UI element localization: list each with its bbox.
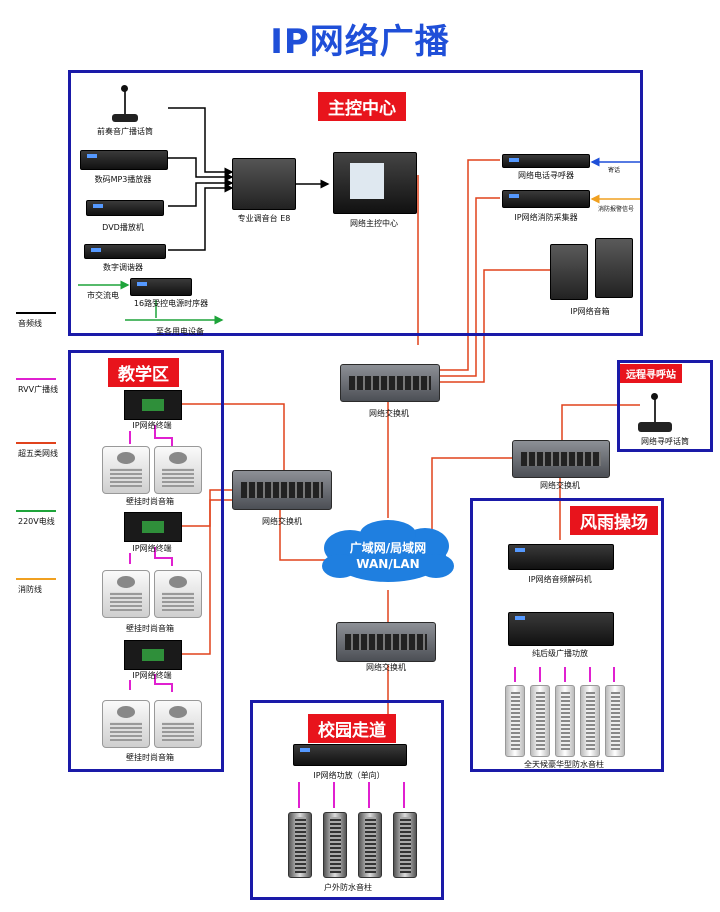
ip-speaker-right [595,238,633,298]
mp3-player-device [80,150,168,170]
zone-weather-field [470,498,664,772]
paging-mic-label: 网络寻呼话筒 [641,437,689,446]
waterproof-column-3 [555,685,575,757]
sequencer-label: 16路受控电源时序器 [133,299,209,308]
fire-in-label: 消防报警信号 [598,206,635,213]
wall-speaker-3a [102,700,150,748]
wall-speaker-2b [154,570,202,618]
front-mic-label: 前奏音广播话筒 [97,127,153,136]
network-cloud [322,520,454,582]
cloud-label-line1: 广域网/局域网 [349,541,427,555]
wall-speaker-3b [154,700,202,748]
phone-pager-label: 网络电话寻呼器 [518,171,574,180]
ip-terminal-2-device [124,512,182,542]
wall-speaker-1b [154,446,202,494]
outdoor-columns-label: 户外防水音柱 [324,883,372,892]
front-mic-stem [124,90,126,114]
ip-terminal-2-label: IP网络终端 [132,544,172,553]
sequencer-device [130,278,192,296]
main-host-device [333,152,417,214]
post-amp-device [508,612,614,646]
switch-main-device [340,364,440,402]
phone-pager-device [502,154,590,168]
waterproof-column-1 [505,685,525,757]
ip-amp-label: IP网络功放（单向） [313,771,385,780]
legend-rvv-label: RVV广播线 [18,385,59,394]
ip-speaker-left [550,244,588,300]
switch-teaching-device [232,470,332,510]
ip-terminal-3-device [124,640,182,670]
waterproof-column-4 [580,685,600,757]
wall-speaker-2-label: 壁挂时尚音箱 [126,624,174,633]
paging-mic-head [651,393,658,400]
outdoor-column-1 [288,812,312,878]
legend-rvv-line [16,378,56,380]
ip-amp-device [293,744,407,766]
phone-in-label: 寄话 [608,167,621,174]
mixer-label: 专业调音台 E8 [237,214,291,223]
cloud-label-line2: WAN/LAN [356,557,420,571]
switch-main-label: 网络交换机 [369,409,409,418]
zone-label-remote-paging: 远程寻呼站 [620,364,682,383]
zone-main-control [68,70,643,336]
main-host-label: 网络主控中心 [350,219,398,228]
waterproof-column-5 [605,685,625,757]
front-mic-head [121,85,128,92]
zone-label-weather-field: 风雨操场 [570,506,658,535]
decoder-device [508,544,614,570]
legend-cat5-label: 超五类网线 [18,449,58,458]
legend-power-line [16,510,56,512]
mp3-player-label: 数码MP3播放器 [94,175,152,184]
cloud-label: 广域网/局域网 WAN/LAN [330,540,446,572]
page-title: IP网络广播 [270,22,450,62]
paging-mic-icon [638,422,672,432]
tuner-device [84,244,166,259]
tuner-label: 数字调谐器 [103,263,143,272]
zone-label-teaching: 教学区 [108,358,179,387]
paging-mic-stem [654,398,656,422]
switch-right-device [512,440,610,478]
zone-campus-corridor [250,700,444,900]
ip-terminal-1-label: IP网络终端 [132,421,172,430]
mains-power-label: 市交流电 [87,291,119,300]
decoder-label: IP网络音频解码机 [528,575,592,584]
mixer-device [232,158,296,210]
outdoor-column-4 [393,812,417,878]
wall-speaker-1a [102,446,150,494]
fire-collector-device [502,190,590,208]
zone-label-main-control: 主控中心 [318,92,406,121]
wall-speaker-3-label: 壁挂时尚音箱 [126,753,174,762]
power-equipment-label: 至各用电设备 [156,327,204,336]
wall-speaker-1-label: 壁挂时尚音箱 [126,497,174,506]
legend-fire-label: 消防线 [18,585,42,594]
waterproof-columns-label: 全天候豪华型防水音柱 [524,760,604,769]
switch-right-label: 网络交换机 [540,481,580,490]
switch-bottom-device [336,622,436,662]
dvd-player-label: DVD播放机 [102,223,144,232]
waterproof-column-2 [530,685,550,757]
legend-audio-label: 音频线 [18,319,42,328]
zone-teaching [68,350,224,772]
legend-cat5-line [16,442,56,444]
ip-terminal-1-device [124,390,182,420]
fire-collector-label: IP网络消防采集器 [514,213,578,222]
legend-audio-line [16,312,56,314]
main-host-screen [350,163,384,199]
switch-teaching-label: 网络交换机 [262,517,302,526]
front-mic-icon [112,114,138,122]
dvd-player-device [86,200,164,216]
zone-remote-paging [617,360,713,452]
outdoor-column-2 [323,812,347,878]
ip-terminal-3-label: IP网络终端 [132,671,172,680]
legend-power-label: 220V电线 [18,517,55,526]
zone-label-campus-corridor: 校园走道 [308,714,396,743]
legend-fire-line [16,578,56,580]
switch-bottom-label: 网络交换机 [366,663,406,672]
outdoor-column-3 [358,812,382,878]
post-amp-label: 纯后级广播功放 [532,649,588,658]
wall-speaker-2a [102,570,150,618]
ip-speakers-label: IP网络音箱 [570,307,610,316]
